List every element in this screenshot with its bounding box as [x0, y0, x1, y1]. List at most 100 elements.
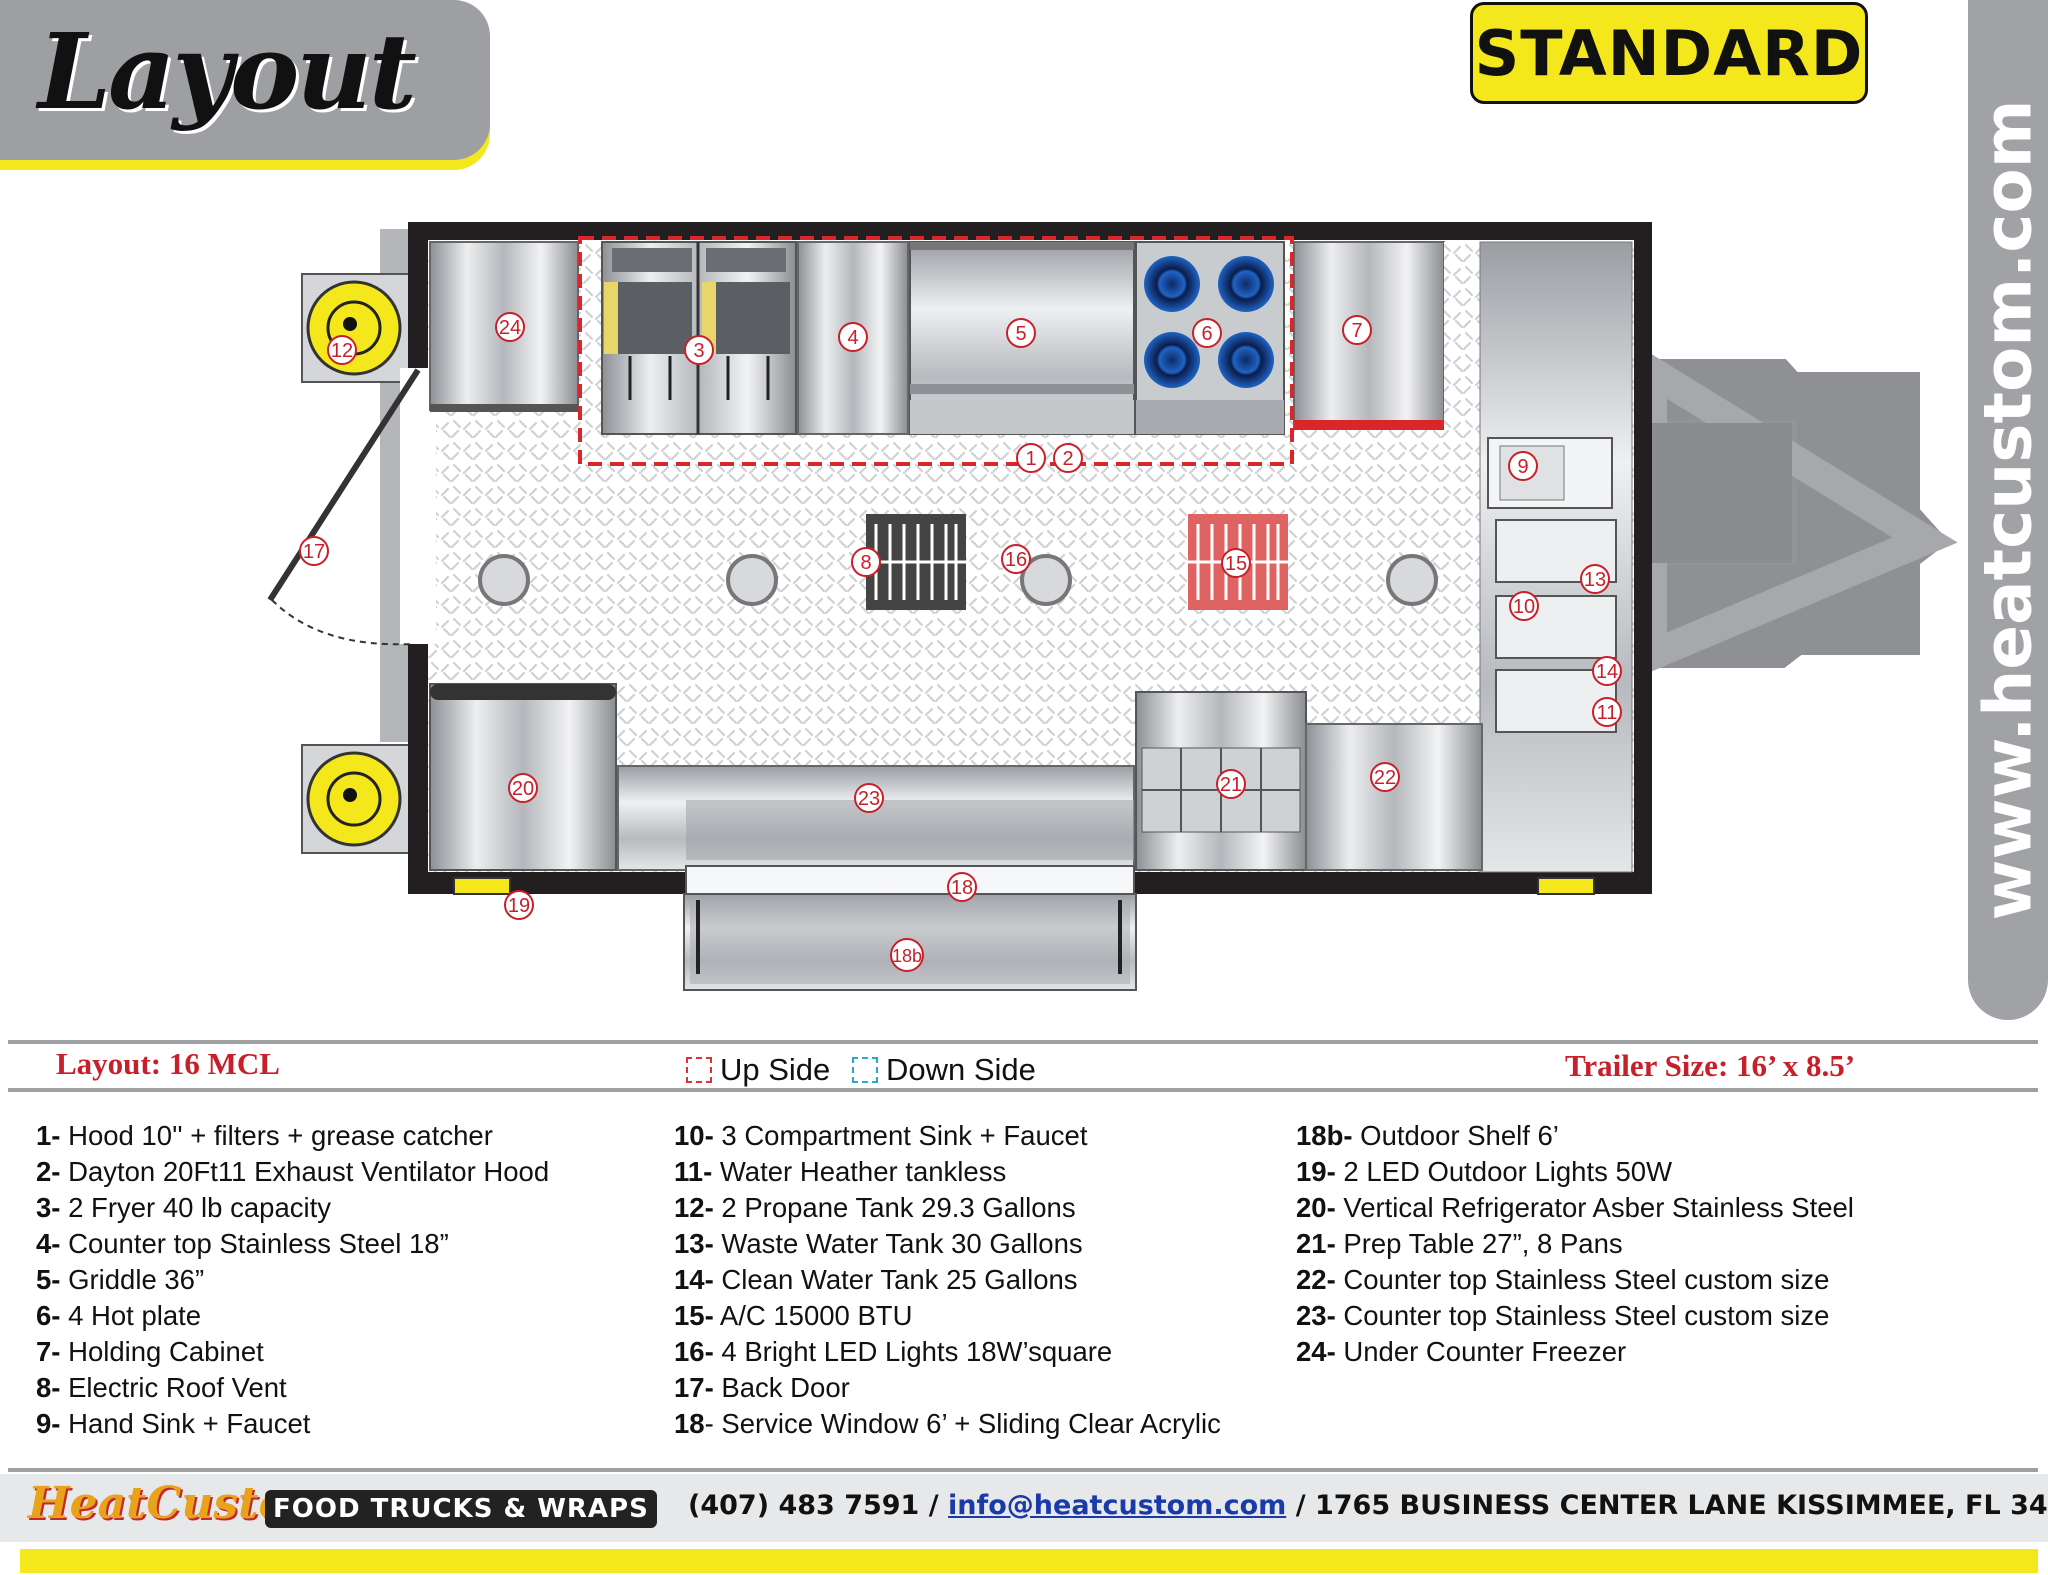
svg-text:24: 24	[499, 317, 521, 339]
list-item: 6- 4 Hot plate	[36, 1300, 202, 1331]
propane-tank-top	[301, 273, 413, 383]
list-item: 23- Counter top Stainless Steel custom s…	[1296, 1300, 1830, 1331]
items-column-1: 1- Hood 10'' + filters + grease catcher …	[36, 1118, 549, 1442]
list-item: 21- Prep Table 27”, 8 Pans	[1296, 1228, 1623, 1259]
list-item: 20- Vertical Refrigerator Asber Stainles…	[1296, 1192, 1854, 1223]
callout-16: 16	[1001, 544, 1031, 574]
svg-text:12: 12	[331, 340, 353, 362]
callout-3: 3	[684, 335, 714, 365]
side-url-bar	[1968, 0, 2048, 1020]
list-item: 7- Holding Cabinet	[36, 1336, 264, 1367]
svg-text:15: 15	[1225, 553, 1247, 575]
up-side-key: Up Side	[686, 1052, 830, 1088]
svg-text:6: 6	[1201, 323, 1212, 345]
callout-9: 9	[1508, 451, 1538, 481]
svg-text:19: 19	[508, 895, 530, 917]
callout-15: 15	[1221, 548, 1251, 578]
callout-23: 23	[854, 783, 884, 813]
list-item: 1- Hood 10'' + filters + grease catcher	[36, 1120, 493, 1151]
contact-separator: /	[1286, 1490, 1315, 1521]
list-item: 17- Back Door	[674, 1372, 850, 1403]
svg-text:11: 11	[1597, 702, 1618, 724]
svg-text:20: 20	[512, 778, 534, 800]
svg-text:3: 3	[693, 340, 704, 362]
callout-20: 20	[508, 773, 538, 803]
outdoor-light-right	[1537, 877, 1595, 895]
list-item: 24- Under Counter Freezer	[1296, 1336, 1627, 1367]
email-link[interactable]: info@heatcustom.com	[948, 1490, 1287, 1521]
contact-line: (407) 483 7591 / info@heatcustom.com / 1…	[688, 1490, 2048, 1521]
callout-11: 11	[1592, 697, 1622, 727]
svg-text:9: 9	[1517, 456, 1528, 478]
counter-custom-22	[1305, 723, 1483, 871]
callout-14: 14	[1592, 656, 1622, 686]
led-lights	[478, 554, 1438, 606]
list-item: 11- Water Heather tankless	[674, 1156, 1007, 1187]
outdoor-light-left	[453, 877, 511, 895]
callout-7: 7	[1342, 315, 1372, 345]
legend-rule-bottom	[8, 1088, 2038, 1092]
hand-sink	[1487, 437, 1613, 509]
callout-24: 24	[495, 312, 525, 342]
callout-10: 10	[1509, 591, 1539, 621]
brand-tagline: FOOD TRUCKS & WRAPS	[265, 1490, 657, 1528]
callout-4: 4	[838, 322, 868, 352]
svg-text:10: 10	[1513, 596, 1535, 618]
svg-text:18b: 18b	[892, 946, 922, 966]
svg-text:5: 5	[1015, 323, 1026, 345]
callout-5: 5	[1006, 318, 1036, 348]
svg-text:16: 16	[1005, 549, 1027, 571]
callout-18b: 18b	[890, 938, 924, 972]
svg-text:17: 17	[303, 541, 325, 563]
down-side-key: Down Side	[852, 1052, 1036, 1088]
standard-badge: STANDARD	[1470, 2, 1868, 104]
list-item: 19- 2 LED Outdoor Lights 50W	[1296, 1156, 1673, 1187]
list-item: 8- Electric Roof Vent	[36, 1372, 287, 1403]
items-column-2: 10- 3 Compartment Sink + Faucet 11- Wate…	[674, 1118, 1221, 1442]
callout-6: 6	[1192, 318, 1222, 348]
list-item: 18b- Outdoor Shelf 6’	[1296, 1120, 1559, 1151]
svg-text:23: 23	[858, 788, 880, 810]
svg-text:18: 18	[951, 877, 973, 899]
layout-model-label: Layout: 16 MCL	[56, 1046, 280, 1081]
contact-separator: /	[919, 1490, 949, 1521]
svg-text:14: 14	[1596, 661, 1618, 683]
list-item: 15- A/C 15000 BTU	[674, 1300, 913, 1331]
list-item: 18- Service Window 6’ + Sliding Clear Ac…	[674, 1408, 1221, 1439]
address: 1765 BUSINESS CENTER LANE KISSIMMEE, FL …	[1314, 1490, 2048, 1521]
svg-text:2: 2	[1062, 448, 1073, 470]
propane-tank-bottom	[301, 744, 413, 854]
svg-text:4: 4	[847, 327, 858, 349]
back-door	[267, 368, 436, 646]
list-item: 14- Clean Water Tank 25 Gallons	[674, 1264, 1078, 1295]
header-tab	[0, 0, 490, 160]
callout-21: 21	[1216, 769, 1246, 799]
callout-18: 18	[947, 872, 977, 902]
down-side-swatch	[852, 1057, 878, 1083]
svg-text:8: 8	[860, 552, 871, 574]
trailer-size-label: Trailer Size: 16’ x 8.5’	[1565, 1048, 1856, 1083]
callout-2: 2	[1053, 443, 1083, 473]
callout-1: 1	[1016, 443, 1046, 473]
layout-title: Layout	[38, 10, 417, 133]
list-item: 3- 2 Fryer 40 lb capacity	[36, 1192, 331, 1223]
list-item: 10- 3 Compartment Sink + Faucet	[674, 1120, 1088, 1151]
list-item: 4- Counter top Stainless Steel 18”	[36, 1228, 449, 1259]
list-item: 5- Griddle 36”	[36, 1264, 205, 1295]
callout-13: 13	[1580, 564, 1610, 594]
footer-accent-bar	[20, 1549, 2038, 1573]
phone-number: (407) 483 7591	[688, 1490, 920, 1521]
list-item: 9- Hand Sink + Faucet	[36, 1408, 311, 1439]
up-side-swatch	[686, 1057, 712, 1083]
callout-17: 17	[299, 536, 329, 566]
callout-12: 12	[327, 335, 357, 365]
items-column-3: 18b- Outdoor Shelf 6’ 19- 2 LED Outdoor …	[1296, 1118, 1854, 1370]
legend-rule-top	[8, 1040, 2038, 1044]
svg-text:1: 1	[1025, 448, 1036, 470]
svg-text:21: 21	[1220, 774, 1242, 796]
svg-text:13: 13	[1584, 569, 1606, 591]
hood-outline	[578, 236, 1294, 466]
list-item: 12- 2 Propane Tank 29.3 Gallons	[674, 1192, 1076, 1223]
footer-rule	[8, 1468, 2038, 1472]
trailer-floor-plan: 24 12 3 4 5 6 7 1 2 9 17 8 16 15 13 10 1…	[267, 222, 1958, 991]
